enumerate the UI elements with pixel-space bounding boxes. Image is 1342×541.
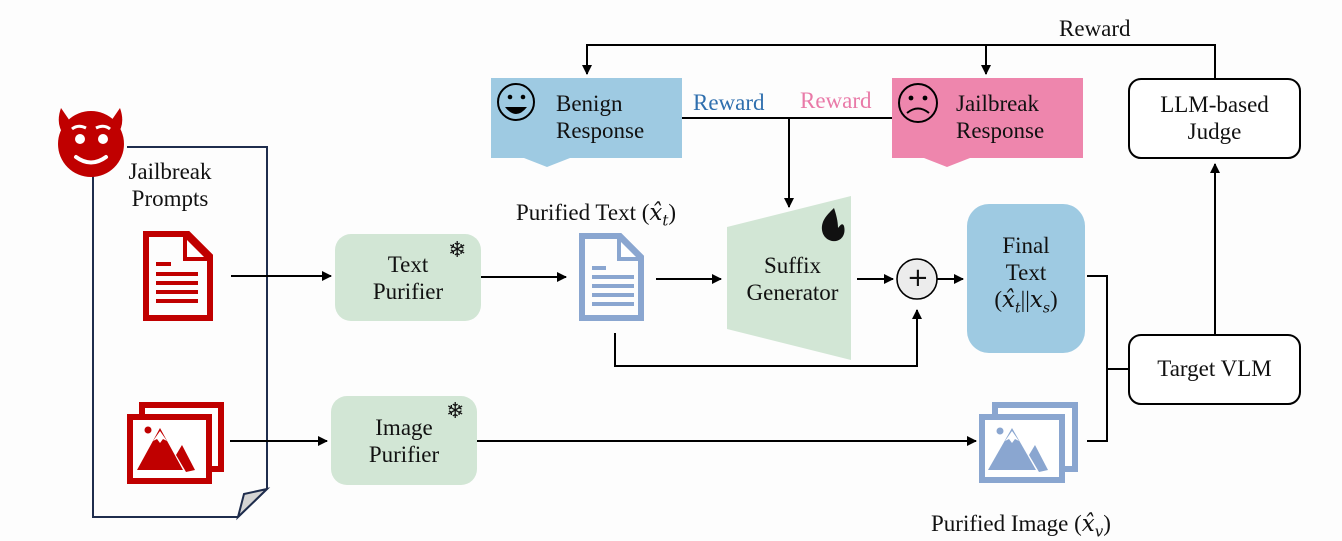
final-text-formula: (x̂t||xs)	[967, 286, 1085, 317]
purified-image-caption: Purified Image (	[931, 511, 1082, 536]
benign-response-label: Benign Response	[556, 90, 644, 144]
final-text-line2: Text	[1005, 260, 1047, 286]
final-text-line1: Final	[1002, 233, 1050, 258]
flame-icon	[821, 208, 845, 242]
image-purifier-line2: Purifier	[368, 442, 440, 468]
purified-image-subscript: v	[1094, 522, 1104, 541]
formula-sub-s: s	[1042, 300, 1050, 317]
purified-image-symbol: x̂	[1081, 511, 1095, 537]
purified-image-close: )	[1103, 511, 1111, 536]
top-reward-label: Reward	[1059, 16, 1131, 41]
image-purifier-line1: Image	[375, 415, 433, 440]
purified-text-label: Purified Text (x̂t)	[516, 199, 676, 230]
formula-x: x	[1029, 287, 1043, 314]
text-purifier-line1: Text	[387, 252, 429, 277]
jailbreak-reward-label: Reward	[800, 88, 872, 113]
smiley-face-icon	[497, 83, 535, 121]
text-purifier-line2: Purifier	[372, 279, 444, 305]
benign-reward-label: Reward	[693, 90, 765, 115]
text-purifier-label: Text Purifier	[345, 251, 471, 305]
jailbreak-line2: Response	[956, 118, 1045, 144]
purified-image-label: Purified Image (x̂v)	[931, 510, 1111, 541]
judge-label: LLM-based Judge	[1129, 91, 1300, 145]
bracket-to-target-vlm	[1087, 275, 1108, 442]
concat-plus-symbol: +	[907, 263, 929, 293]
formula-concat: ||	[1020, 287, 1030, 313]
jailbreak-response-label: Jailbreak Response	[956, 90, 1044, 144]
document-dog-ear	[236, 487, 271, 521]
image-purifier-box[interactable]	[331, 396, 477, 485]
benign-line2: Response	[556, 118, 645, 144]
suffix-generator-label: Suffix Generator	[740, 252, 845, 306]
purified-text-subscript: t	[662, 211, 669, 230]
target-vlm-label: Target VLM	[1157, 356, 1272, 381]
snowflake-icon: ❄	[448, 237, 467, 262]
benign-line1: Benign	[556, 91, 623, 116]
snowflake-icon: ❄	[446, 398, 465, 423]
purified-document-icon	[579, 233, 644, 321]
input-title-line1: Jailbreak	[128, 159, 212, 184]
suffix-line2: Generator	[746, 280, 839, 306]
image-stack-icon	[127, 402, 224, 484]
suffix-generator-box[interactable]	[727, 196, 851, 360]
final-text-box[interactable]	[967, 204, 1085, 353]
image-purifier-label: Image Purifier	[341, 414, 467, 468]
formula-open: (	[994, 287, 1002, 313]
arrow-reward-to-benign	[582, 44, 1216, 79]
formula-close: )	[1050, 287, 1058, 313]
devil-face-icon	[58, 108, 124, 177]
jailbreak-line1: Jailbreak	[956, 91, 1040, 116]
formula-sub-t: t	[1014, 300, 1021, 317]
final-text-label: Final Text (x̂t||xs)	[967, 232, 1085, 317]
sad-face-icon	[898, 83, 938, 123]
document-icon	[143, 231, 213, 321]
purified-text-close: )	[668, 200, 677, 225]
benign-response-box[interactable]	[491, 78, 682, 167]
formula-xhat: x̂	[1001, 287, 1015, 314]
text-purifier-box[interactable]	[335, 234, 481, 321]
input-document-title: Jailbreak Prompts	[120, 158, 220, 212]
purified-text-caption: Purified Text (	[516, 200, 650, 225]
suffix-line1: Suffix	[763, 253, 822, 278]
judge-line1: LLM-based	[1160, 92, 1269, 117]
input-title-line2: Prompts	[131, 186, 209, 212]
arrow-skip-to-concat	[614, 309, 922, 367]
judge-line2: Judge	[1187, 119, 1242, 145]
purified-image-stack-icon	[979, 402, 1078, 483]
jailbreak-response-box[interactable]	[892, 78, 1083, 167]
purified-text-symbol: x̂	[649, 200, 663, 226]
